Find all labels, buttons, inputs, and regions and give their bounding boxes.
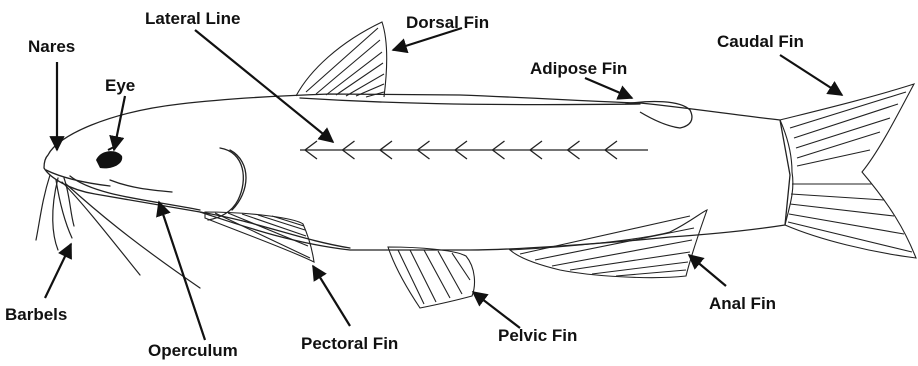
operculum-label: Operculum [148, 341, 238, 360]
anal-fin-label: Anal Fin [709, 294, 776, 313]
lateral-line-label: Lateral Line [145, 9, 240, 28]
nares-label: Nares [28, 37, 75, 56]
pectoral-fin-label: Pectoral Fin [301, 334, 398, 353]
adipose-fin-pointer [585, 78, 632, 98]
lateral-line-shape [300, 141, 648, 159]
caudal-fin-pointer [780, 55, 842, 95]
caudal-fin-shape [780, 84, 916, 258]
adipose-fin-label: Adipose Fin [530, 59, 627, 78]
caudal-fin-label: Caudal Fin [717, 32, 804, 51]
cheek-line [110, 180, 172, 192]
anal-fin-pointer [689, 255, 726, 286]
operculum-pointer [159, 202, 205, 340]
pelvic-fin-shape [388, 247, 474, 308]
barbels-shape [36, 175, 200, 288]
barbels-pointer [45, 244, 71, 298]
anal-fin-shape [510, 210, 707, 278]
eye-label: Eye [105, 76, 135, 95]
pectoral-fin-pointer [313, 266, 350, 326]
barbels-label: Barbels [5, 305, 67, 324]
pelvic-fin-pointer [473, 292, 520, 328]
dorsal-fin-shape [296, 22, 387, 97]
operculum-outline [208, 148, 243, 220]
dorsal-fin-label: Dorsal Fin [406, 13, 489, 32]
eye-pointer [114, 96, 125, 150]
eye-shape [96, 146, 122, 168]
mouth-line [46, 170, 110, 186]
pelvic-fin-label: Pelvic Fin [498, 326, 577, 345]
body-outline [44, 94, 790, 250]
